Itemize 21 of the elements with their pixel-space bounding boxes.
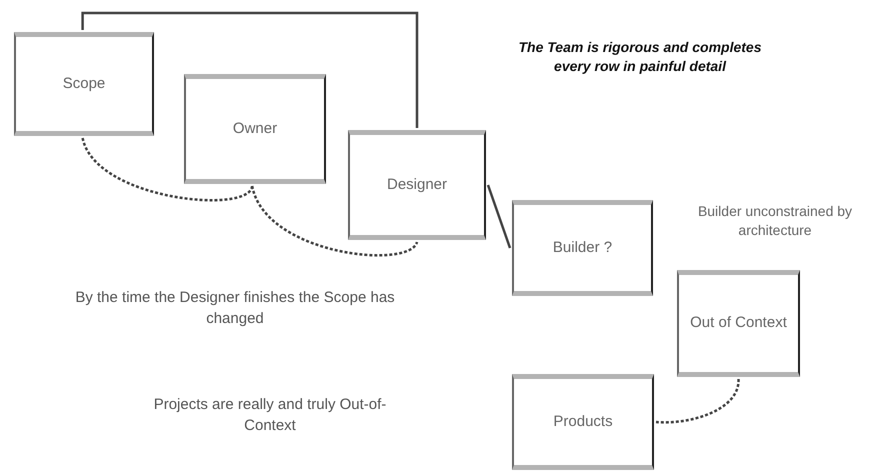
box-label: Products [553, 412, 613, 432]
annotation-text: Projects are really and truly Out-of-Context [152, 395, 388, 436]
box-label: Scope [62, 74, 106, 94]
connector-line [81, 138, 254, 202]
box-label: Owner [232, 120, 278, 138]
box-label: Out of Context [690, 314, 787, 333]
process-box [14, 32, 154, 136]
annotation-text: The Team is rigorous and completes every row in painful detail [518, 38, 762, 76]
connector-line [250, 186, 418, 256]
connector-line [656, 378, 740, 424]
process-box [677, 270, 800, 377]
connector-line [486, 184, 512, 248]
annotation-text: Builder unconstrained by architecture [696, 202, 854, 240]
process-box [184, 74, 326, 184]
process-box [512, 374, 654, 470]
box-label: Designer [386, 176, 448, 194]
process-box [348, 130, 486, 240]
annotation-text: By the time the Designer finishes the Scope has changed [74, 288, 396, 329]
box-label: Builder ? [552, 238, 612, 258]
process-box [512, 200, 653, 296]
connector-line [81, 12, 418, 128]
